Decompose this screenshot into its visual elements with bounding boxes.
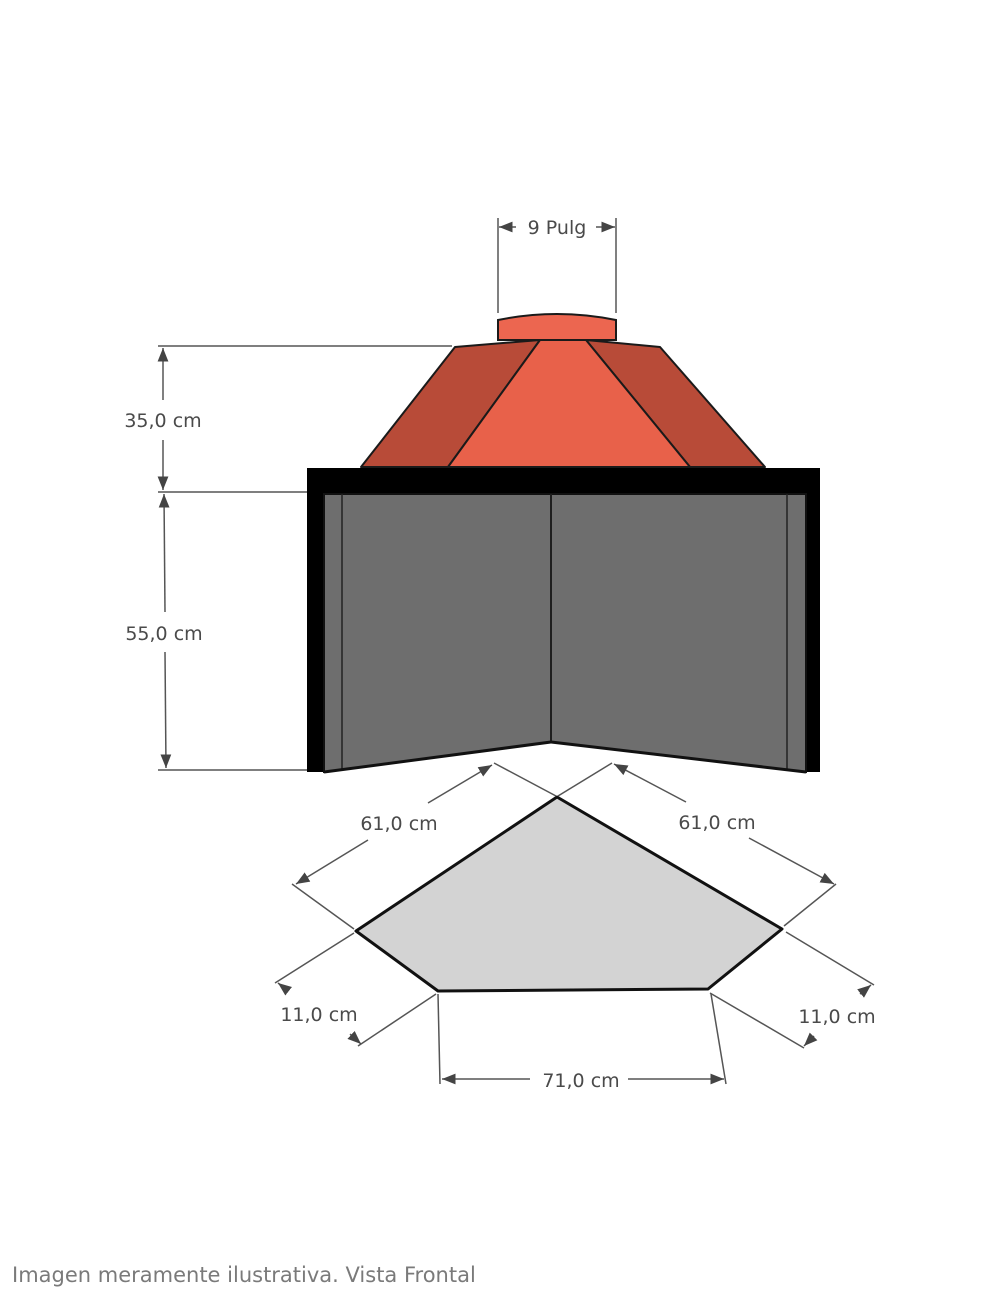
- height-dimensions: [157, 345, 452, 771]
- hood-height-label: 35,0 cm: [124, 410, 201, 432]
- flue-collar: [497, 313, 617, 341]
- return-right-label: 11,0 cm: [798, 1006, 875, 1028]
- fireplace-body: [307, 468, 820, 774]
- flue-dimension: [497, 218, 617, 313]
- side-right-label: 61,0 cm: [678, 812, 755, 834]
- footprint-dimensions: [274, 762, 875, 1085]
- caption: Imagen meramente ilustrativa. Vista Fron…: [12, 1263, 476, 1287]
- footprint: [354, 795, 784, 993]
- flue-diameter-label: 9 Pulg: [528, 217, 587, 239]
- hood: [360, 339, 766, 468]
- front-width-label: 71,0 cm: [542, 1070, 619, 1092]
- body-height-label: 55,0 cm: [125, 623, 202, 645]
- return-left-label: 11,0 cm: [280, 1004, 357, 1026]
- side-left-label: 61,0 cm: [360, 813, 437, 835]
